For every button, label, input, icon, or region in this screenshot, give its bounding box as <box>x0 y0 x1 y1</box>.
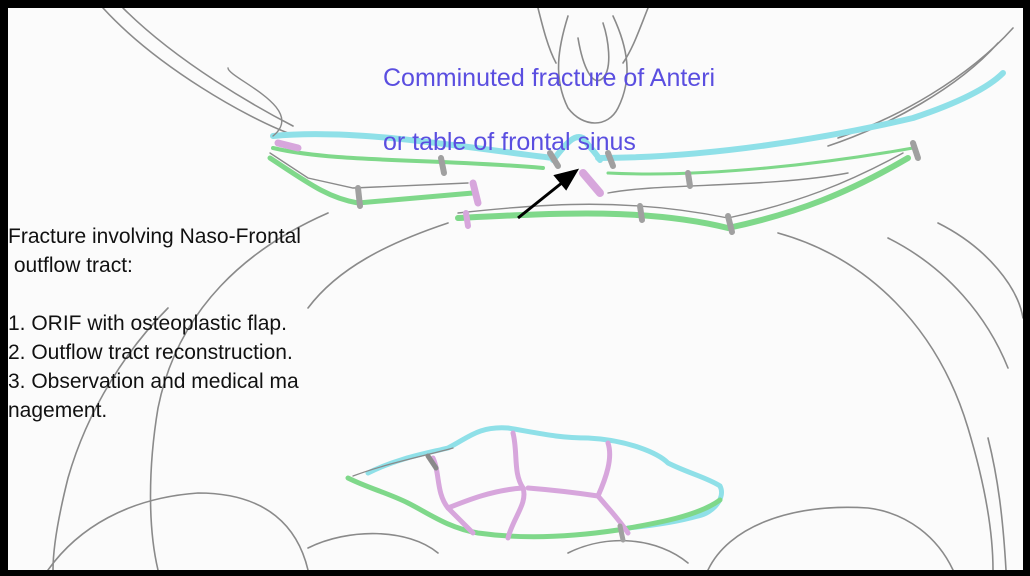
nasal-contour-left <box>48 493 308 570</box>
comminution-line-2 <box>508 433 524 538</box>
figure-caption: Comminuted fracture of Anteri or table o… <box>383 30 943 190</box>
orbit-contour-right <box>778 233 993 570</box>
management-option-1: 1. ORIF with osteoplastic flap. <box>8 309 548 338</box>
caption-line-1: Comminuted fracture of Anteri <box>383 62 943 94</box>
management-notes: Fracture involving Naso-Frontal outflow … <box>8 222 548 425</box>
management-option-3: 3. Observation and medical ma <box>8 367 548 396</box>
management-option-2: 2. Outflow tract reconstruction. <box>8 338 548 367</box>
skull-contour-left-inner <box>123 8 293 126</box>
notes-spacer <box>8 280 548 309</box>
sketch-paper: Comminuted fracture of Anteri or table o… <box>8 8 1023 570</box>
skull-contour-left <box>103 8 288 133</box>
notes-heading-line-2: outflow tract: <box>8 251 548 280</box>
management-option-3-continued: nagement. <box>8 396 548 425</box>
notes-heading-line-1: Fracture involving Naso-Frontal <box>8 222 548 251</box>
comminution-line-4 <box>598 443 628 533</box>
posterior-fragment-outline-blue <box>368 428 721 528</box>
caption-line-2: or table of frontal sinus <box>383 126 943 158</box>
comminution-line-3 <box>528 488 598 496</box>
nasal-contour-right <box>708 507 953 570</box>
